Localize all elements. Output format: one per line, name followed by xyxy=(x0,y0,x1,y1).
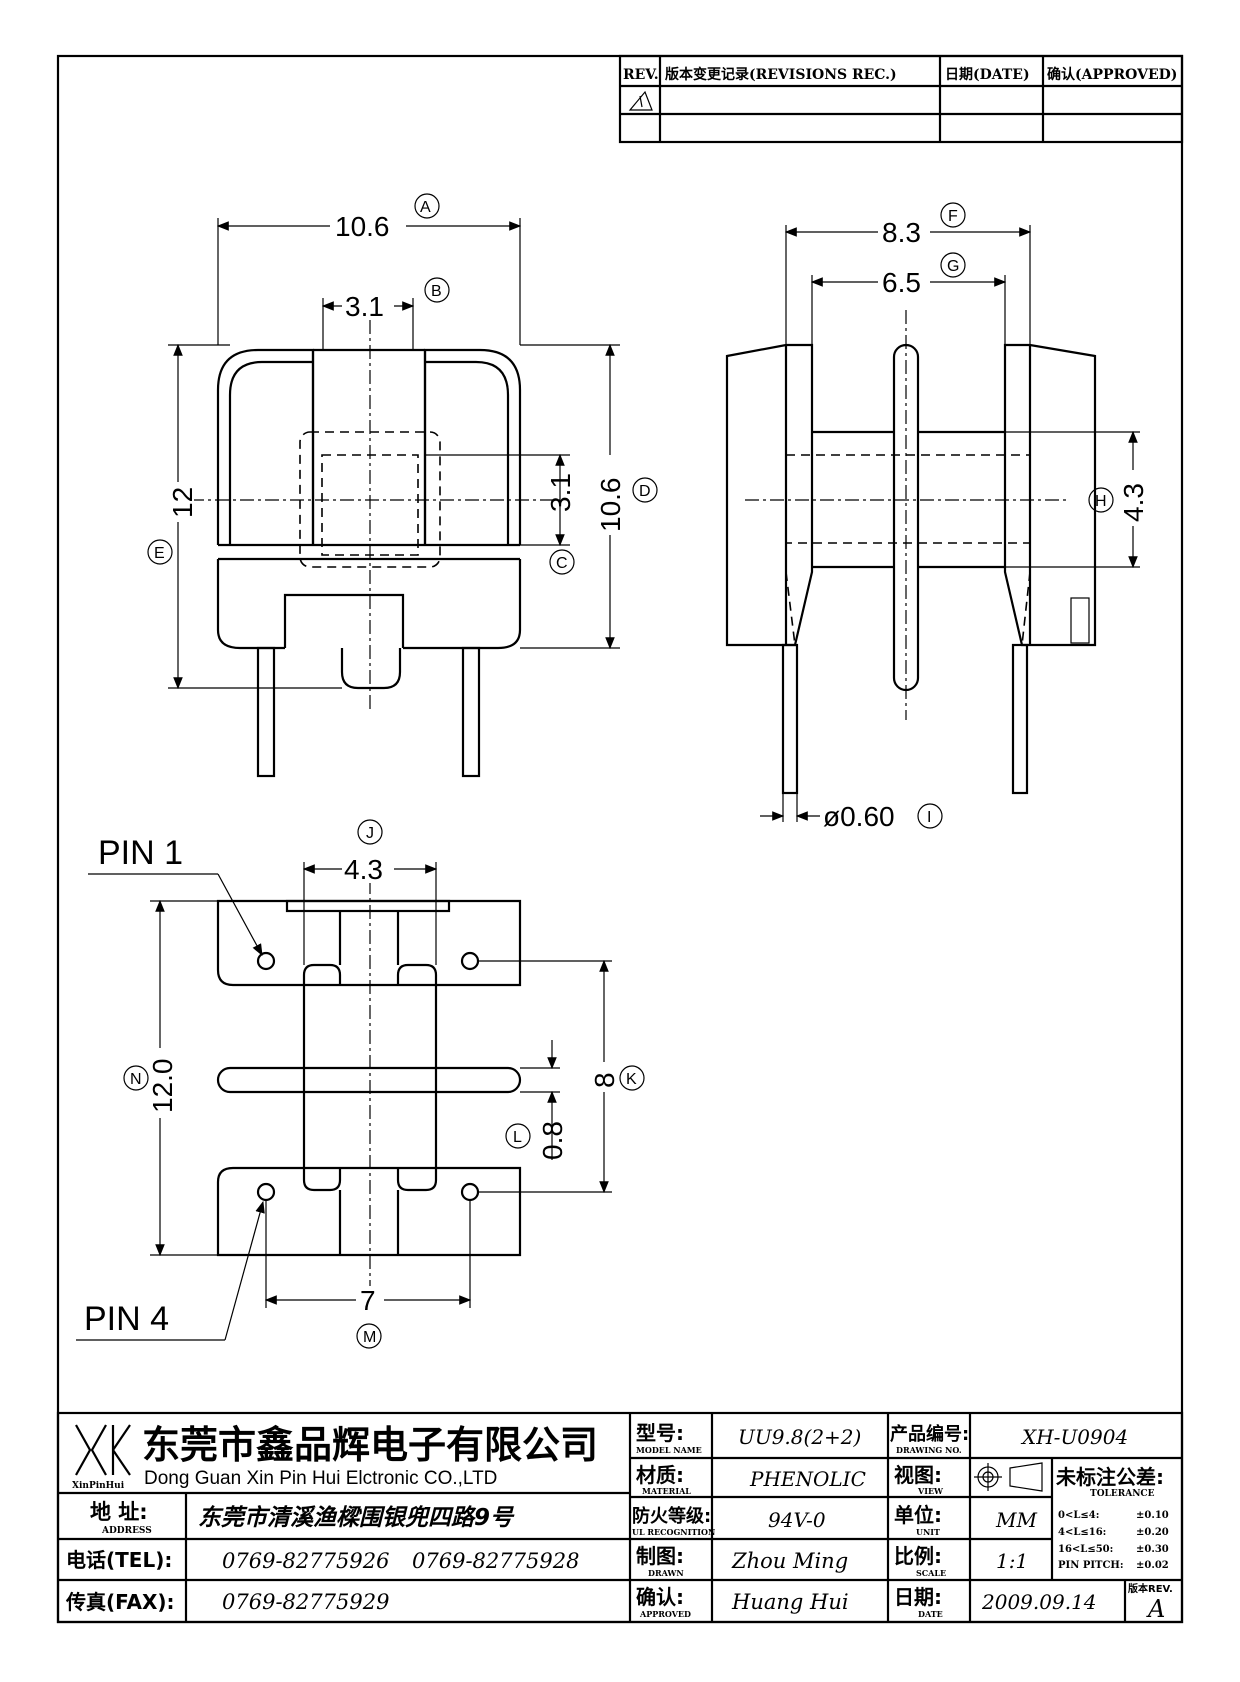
projection-symbol-icon xyxy=(974,1462,1043,1492)
material-label: 材质: xyxy=(636,1463,684,1487)
dim-g-label: G xyxy=(947,258,959,275)
dim-c-label: C xyxy=(556,555,568,572)
date-label-en: DATE xyxy=(918,1609,943,1619)
drawing-border xyxy=(56,54,1184,1624)
tel-1: 0769-82775926 xyxy=(222,1549,389,1573)
material-value: PHENOLIC xyxy=(749,1467,866,1491)
side-view: 8.3 F 6.5 G 4.3 H ø0.60 I xyxy=(725,202,1149,832)
fax-label: 传真(FAX): xyxy=(65,1590,175,1614)
dim-e-value: 12 xyxy=(167,487,198,518)
dim-n-value: 12.0 xyxy=(147,1059,178,1114)
unit-label: 单位: xyxy=(894,1503,942,1527)
revision-record-header: 版本变更记录(REVISIONS REC.) xyxy=(665,66,897,83)
unit-value: MM xyxy=(995,1508,1037,1532)
drawn-label: 制图: xyxy=(636,1544,684,1568)
dim-l-value: 0.8 xyxy=(537,1121,568,1160)
dim-b-value: 3.1 xyxy=(345,291,384,322)
dim-g-value: 6.5 xyxy=(882,267,921,298)
fax-value: 0769-82775929 xyxy=(222,1590,389,1614)
tolerance-range-2: 16<L≤50: xyxy=(1058,1544,1113,1555)
scale-label: 比例: xyxy=(894,1544,942,1568)
tolerance-range-3: PIN PITCH: xyxy=(1058,1560,1124,1571)
approved-label-en: APPROVED xyxy=(639,1609,691,1619)
view-label: 视图: xyxy=(894,1463,942,1487)
drawn-value: Zhou Ming xyxy=(731,1549,848,1573)
company-name-en: Dong Guan Xin Pin Hui Elctronic CO.,LTD xyxy=(144,1468,497,1489)
view-label-en: VIEW xyxy=(917,1486,944,1496)
tolerance-range-0: 0<L≤4: xyxy=(1058,1510,1099,1521)
bottom-view: PIN 1 PIN 4 4.3 J 8 K 0.8 L 7 xyxy=(76,819,645,1349)
model-label: 型号: xyxy=(636,1421,684,1445)
dim-b-label: B xyxy=(431,283,442,300)
dim-m-value: 7 xyxy=(360,1285,376,1316)
front-view: 10.6 A 3.1 B 3.1 C 10.6 D 12 E xyxy=(147,193,658,778)
drawn-label-en: DRAWN xyxy=(648,1568,684,1578)
title-block: XinPinHui 东莞市鑫品辉电子有限公司 Dong Guan Xin Pin… xyxy=(56,1411,1184,1624)
dim-j-label: J xyxy=(366,825,374,842)
dim-k-label: K xyxy=(626,1071,637,1088)
drawing-no-label: 产品编号: xyxy=(890,1423,969,1445)
dim-f-value: 8.3 xyxy=(882,217,921,248)
dim-i-label: I xyxy=(927,809,931,826)
pin-4-label: PIN 4 xyxy=(84,1300,169,1338)
scale-value: 1:1 xyxy=(996,1549,1028,1573)
ul-label: 防火等级: xyxy=(632,1505,711,1527)
dim-j-value: 4.3 xyxy=(344,854,383,885)
tel-2: 0769-82775928 xyxy=(412,1549,579,1573)
dim-h-label: H xyxy=(1095,493,1107,510)
pin-1-label: PIN 1 xyxy=(98,834,183,872)
dim-d-value: 10.6 xyxy=(595,478,626,533)
dim-d-label: D xyxy=(639,483,651,500)
dim-h-value: 4.3 xyxy=(1118,483,1149,522)
address-value: 东莞市清溪渔樑围银兜四路9号 xyxy=(198,1504,515,1531)
tolerance-label-en: TOLERANCE xyxy=(1090,1489,1155,1499)
model-value: UU9.8(2+2) xyxy=(738,1425,861,1449)
dim-l-label: L xyxy=(513,1129,522,1146)
tolerance-value-0: ±0.10 xyxy=(1136,1510,1169,1521)
model-label-en: MODEL NAME xyxy=(636,1445,702,1455)
tel-label: 电话(TEL): xyxy=(66,1548,172,1572)
approved-value: Huang Hui xyxy=(731,1590,849,1614)
address-label-en: ADDRESS xyxy=(101,1526,152,1536)
dim-a-value: 10.6 xyxy=(335,211,390,242)
unit-label-en: UNIT xyxy=(916,1527,940,1537)
drawing-no-value: XH-U0904 xyxy=(1020,1425,1128,1449)
company-logo: XinPinHui xyxy=(72,1424,131,1491)
material-label-en: MATERIAL xyxy=(642,1486,691,1496)
revision-triangle-icon xyxy=(628,90,653,111)
date-header: 日期(DATE) xyxy=(945,67,1030,83)
tolerance-range-1: 4<L≤16: xyxy=(1058,1527,1106,1538)
dim-f-label: F xyxy=(948,208,958,225)
date-label: 日期: xyxy=(894,1585,942,1609)
dim-k-value: 8 xyxy=(589,1072,620,1088)
dim-n-label: N xyxy=(130,1071,142,1088)
dim-m-label: M xyxy=(363,1329,376,1346)
tolerance-value-3: ±0.02 xyxy=(1136,1560,1169,1571)
dim-e-label: E xyxy=(154,545,165,562)
tolerance-value-2: ±0.30 xyxy=(1136,1544,1169,1555)
ul-value: 94V-0 xyxy=(768,1508,826,1532)
tolerance-label: 未标注公差: xyxy=(1056,1465,1164,1489)
scale-label-en: SCALE xyxy=(916,1568,946,1578)
dim-a-label: A xyxy=(420,199,431,216)
dim-i-value: ø0.60 xyxy=(823,801,895,832)
rev-header: REV. xyxy=(623,67,659,83)
tolerance-value-1: ±0.20 xyxy=(1136,1527,1169,1538)
approved-label: 确认: xyxy=(636,1585,684,1609)
ul-label-en: UL RECOGNITION xyxy=(632,1527,715,1537)
approved-header: 确认(APPROVED) xyxy=(1047,66,1177,83)
logo-text: XinPinHui xyxy=(72,1481,125,1491)
dim-c-value: 3.1 xyxy=(545,473,576,512)
revision-table: REV. 版本变更记录(REVISIONS REC.) 日期(DATE) 确认(… xyxy=(618,54,1184,144)
date-value: 2009.09.14 xyxy=(981,1590,1097,1614)
drawing-no-label-en: DRAWING NO. xyxy=(896,1445,962,1455)
rev-label: 版本REV. xyxy=(1128,1582,1173,1595)
address-label: 地 址: xyxy=(90,1500,148,1524)
company-name-cn: 东莞市鑫品辉电子有限公司 xyxy=(142,1423,598,1467)
rev-value: A xyxy=(1146,1595,1165,1623)
